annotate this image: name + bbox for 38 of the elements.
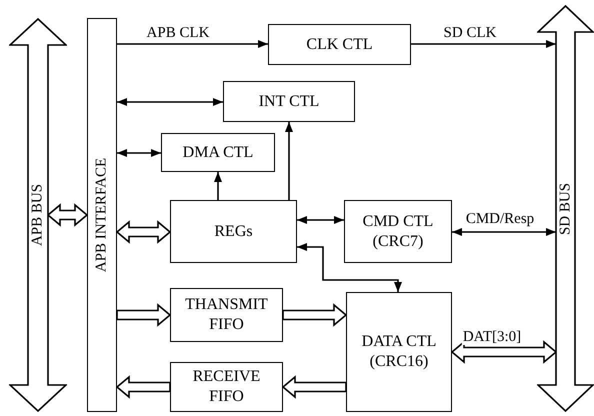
arrow: [117, 149, 161, 157]
arrow: [117, 40, 268, 48]
box-label: REGs: [214, 222, 253, 242]
hollow-arrow: [282, 375, 347, 399]
hollow-arrow: [116, 375, 171, 399]
arrow: [285, 122, 293, 200]
hollow-arrow: [450, 340, 558, 364]
arrow: [214, 172, 222, 200]
arrow: [297, 216, 344, 224]
box-label: RECEIVE FIFO: [192, 367, 262, 407]
box-label: CMD CTL (CRC7): [362, 212, 434, 252]
arrow: [452, 228, 556, 236]
hollow-arrow: [116, 303, 172, 327]
arrow: [117, 98, 223, 106]
hollow-arrow: [282, 303, 348, 327]
box-label: DMA CTL: [182, 142, 254, 162]
block-box: [170, 288, 283, 342]
edge-label: CMD/Resp: [464, 212, 536, 227]
box-label: INT CTL: [258, 92, 320, 112]
block-box: [223, 81, 355, 122]
box-label: APB INTERFACE: [94, 158, 110, 272]
block-box: [268, 24, 411, 65]
box-label: THANSMIT FIFO: [184, 295, 269, 335]
box-label: CLK CTL: [306, 34, 373, 54]
block-box: [170, 200, 297, 263]
arrow: [297, 243, 402, 292]
block-box: [344, 200, 452, 263]
arrow: [411, 40, 556, 48]
bus-label: APB BUS: [30, 184, 46, 246]
edge-label: DAT[3:0]: [462, 330, 522, 345]
block-box: [170, 362, 283, 412]
bus-label: SD BUS: [558, 182, 573, 235]
interface-box: [87, 18, 117, 412]
block-box: [161, 133, 275, 172]
hollow-arrow: [116, 220, 172, 244]
block-box: [346, 292, 452, 412]
box-label: DATA CTL (CRC16): [360, 332, 438, 372]
hollow-arrow: [46, 203, 88, 227]
